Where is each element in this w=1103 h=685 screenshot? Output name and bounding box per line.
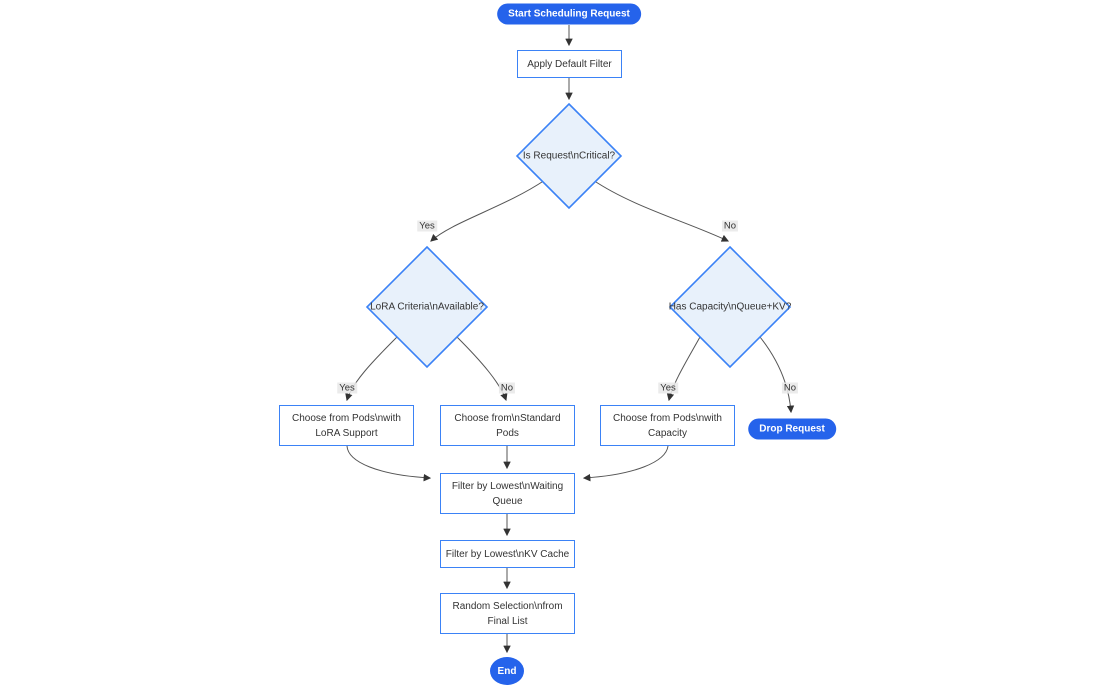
node-label-line: Choose from Pods\nwith xyxy=(292,412,401,424)
node-label: Apply Default Filter xyxy=(527,58,612,70)
node-label-line: Final List xyxy=(487,615,528,627)
edge-choose-lora-to-filter-queue xyxy=(346,445,432,482)
node-filter-waiting-queue: Filter by Lowest\nWaiting Queue xyxy=(440,473,575,514)
decision-lora-criteria-shape xyxy=(365,245,489,369)
node-start: Start Scheduling Request xyxy=(497,3,641,25)
node-random-selection: Random Selection\nfrom Final List xyxy=(440,593,575,634)
edge-label-critical-yes: Yes xyxy=(417,220,437,232)
node-label-line: Choose from Pods\nwith xyxy=(613,412,722,424)
edge-label-critical-no: No xyxy=(721,220,739,232)
edge-choose-capacity-to-filter-queue xyxy=(582,445,669,482)
node-label: Filter by Lowest\nKV Cache xyxy=(445,548,570,560)
node-decision-lora-criteria: LoRA Criteria\nAvailable? xyxy=(370,301,484,313)
node-label-line: Filter by Lowest\nWaiting xyxy=(451,480,564,492)
edge-label-capacity-yes: Yes xyxy=(658,382,678,394)
edge-lora-yes xyxy=(345,336,398,402)
edge-label-capacity-no: No xyxy=(781,382,799,394)
node-choose-standard-pods: Choose from\nStandard Pods xyxy=(440,405,575,446)
node-label-line: Choose from\nStandard xyxy=(454,412,561,424)
node-end: End xyxy=(490,657,524,685)
decision-is-critical-shape xyxy=(515,102,623,210)
node-decision-has-capacity: Has Capacity\nQueue+KV? xyxy=(668,301,792,313)
node-apply-default-filter: Apply Default Filter xyxy=(517,50,622,78)
edge-label-lora-no: No xyxy=(498,382,516,394)
node-label-line: Random Selection\nfrom xyxy=(452,600,563,612)
edge-label-lora-yes: Yes xyxy=(337,382,357,394)
node-label-line: Pods xyxy=(496,427,519,439)
decision-has-capacity-shape xyxy=(668,245,792,369)
edge-is-critical-yes xyxy=(430,179,546,242)
node-decision-is-critical: Is Request\nCritical? xyxy=(522,150,616,162)
edge-lora-no xyxy=(456,336,508,402)
node-label-line: Queue xyxy=(492,495,523,507)
node-choose-lora-pods: Choose from Pods\nwith LoRA Support xyxy=(279,405,414,446)
edge-is-critical-no xyxy=(592,179,730,242)
edge-capacity-no xyxy=(759,336,795,414)
node-choose-capacity-pods: Choose from Pods\nwith Capacity xyxy=(600,405,735,446)
edge-capacity-yes xyxy=(666,336,701,402)
node-label-line: Capacity xyxy=(648,427,687,439)
node-label-line: LoRA Support xyxy=(315,427,378,439)
node-filter-kv-cache: Filter by Lowest\nKV Cache xyxy=(440,540,575,568)
node-drop-request: Drop Request xyxy=(748,418,836,440)
